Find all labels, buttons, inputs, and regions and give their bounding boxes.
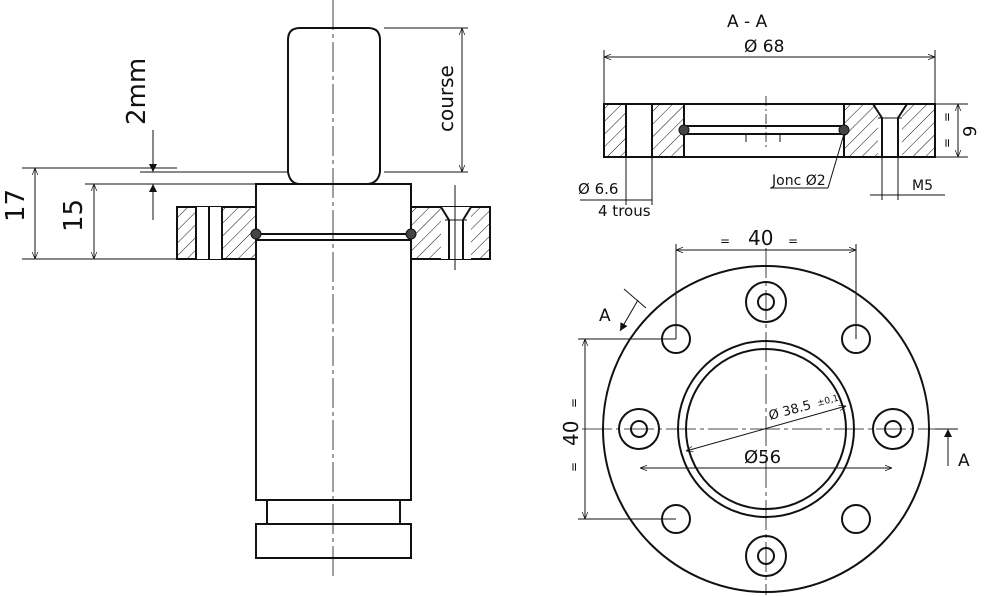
flange-plan-view: 40 = = 40 = = Ø56 Ø 38.5 ±0,1 A A (559, 226, 970, 595)
section-mark-left: A (599, 306, 611, 326)
spacing-v-eq-top: = (567, 398, 581, 408)
height-15-label: 15 (59, 199, 89, 232)
stroke-label: course (434, 65, 458, 132)
spacing-v-eq-bottom: = (567, 462, 581, 472)
height-17-label: 17 (1, 189, 31, 222)
section-title: A - A (727, 12, 768, 32)
overall-diameter-label: Ø 68 (744, 37, 784, 57)
spacing-v-label: 40 (559, 421, 583, 446)
spacing-h-eq-right: = (788, 234, 798, 248)
thickness-eq-bottom: = (940, 138, 954, 148)
spacing-h-eq-left: = (720, 234, 730, 248)
hole-diameter-label: Ø 6.6 (578, 180, 618, 198)
thickness-label: 9 (960, 126, 981, 137)
thickness-eq-top: = (940, 112, 954, 122)
tolerance-label: ±0,1 (816, 394, 840, 409)
cylinder-side-view: course 2mm 17 15 (1, 0, 491, 580)
gap-label: 2mm (122, 58, 152, 125)
spacing-h-label: 40 (748, 226, 773, 250)
bore-label: Ø56 (744, 447, 781, 468)
section-a-a: A - A Ø 68 9 = = Ø 6.6 (578, 12, 981, 220)
thread-label: M5 (912, 178, 933, 194)
inner-diameter-label: Ø 38.5 (767, 398, 813, 424)
ring-label: Jonc Ø2 (771, 173, 826, 189)
hole-count-label: 4 trous (598, 202, 651, 220)
section-mark-right: A (958, 451, 970, 471)
